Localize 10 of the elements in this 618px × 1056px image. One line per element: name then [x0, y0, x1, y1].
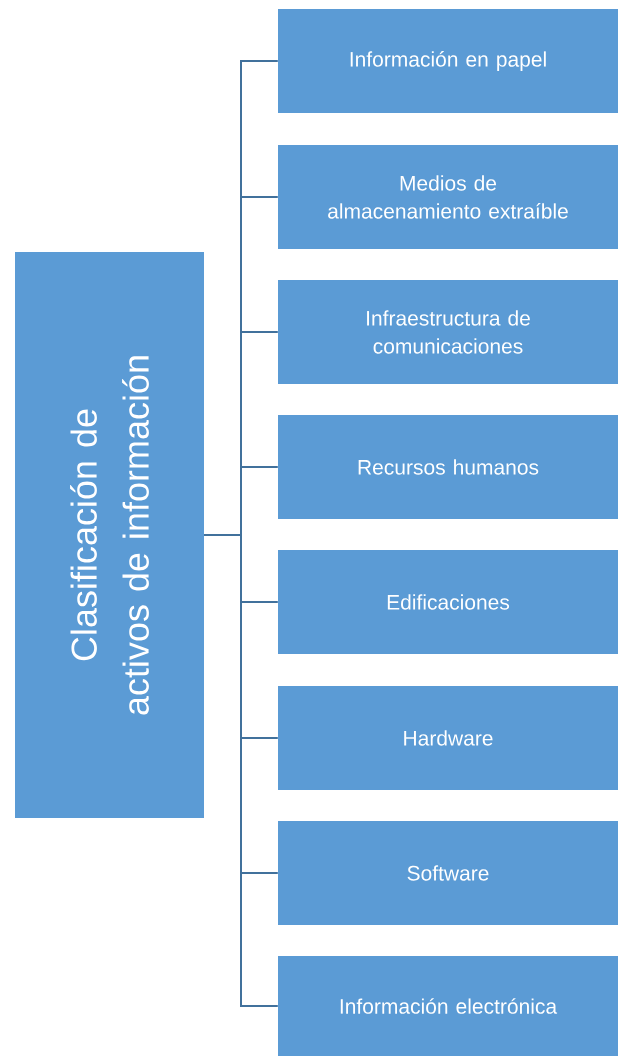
connector-line [203, 534, 279, 1007]
item-box: Recursos humanos [278, 415, 618, 519]
item-box: Edificaciones [278, 550, 618, 654]
category-box: Clasificación de activos de información [15, 252, 204, 818]
item-box: Infraestructura de comunicaciones [278, 280, 618, 384]
item-box: Hardware [278, 686, 618, 790]
item-box: Medios de almacenamiento extraíble [278, 145, 618, 249]
item-box: Software [278, 821, 618, 925]
item-box: Información electrónica [278, 956, 618, 1056]
item-box: Información en papel [278, 9, 618, 113]
